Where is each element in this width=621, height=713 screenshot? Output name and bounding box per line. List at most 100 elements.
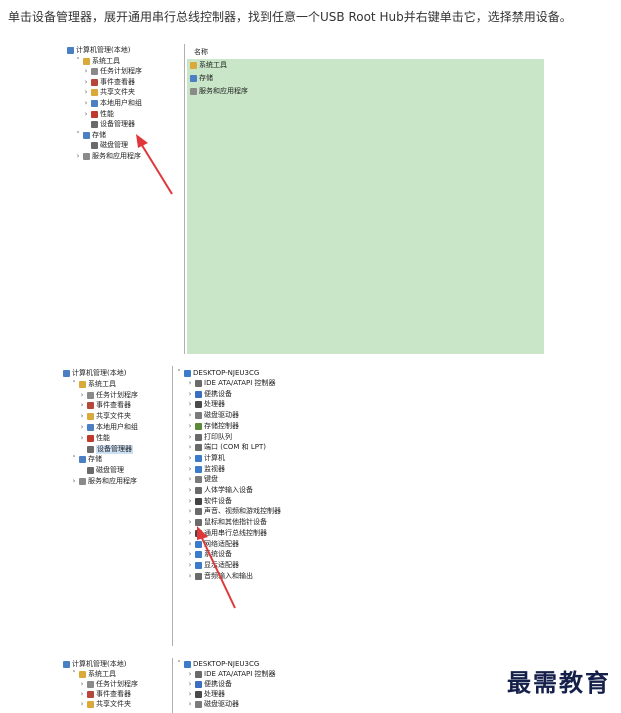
chevron-right-icon[interactable]: › [188, 690, 192, 698]
device-root-computer[interactable]: ˅DESKTOP-NJEU3CG [176, 369, 259, 378]
tree-item-storage[interactable]: ˅存储 [75, 131, 106, 140]
device-category-item[interactable]: ›声音、视频和游戏控制器 [187, 507, 281, 516]
chevron-down-icon[interactable]: ˅ [72, 455, 76, 464]
tree-item-event-viewer[interactable]: ›事件查看器 [83, 78, 135, 87]
chevron-right-icon[interactable]: › [188, 421, 192, 430]
chevron-right-icon[interactable]: › [188, 571, 192, 580]
tree-item-local-users[interactable]: ›本地用户和组 [79, 423, 138, 432]
tree-item-system-tools[interactable]: ˅系统工具 [71, 670, 116, 679]
chevron-right-icon[interactable]: › [188, 528, 192, 537]
tree-item-event-viewer[interactable]: ›事件查看器 [79, 690, 131, 699]
tree-root[interactable]: 计算机管理(本地) [63, 369, 126, 378]
chevron-right-icon[interactable]: › [80, 390, 84, 399]
chevron-right-icon[interactable]: › [80, 401, 84, 410]
chevron-right-icon[interactable]: › [80, 680, 84, 688]
tree-item-disk-management[interactable]: 磁盘管理 [79, 466, 124, 475]
chevron-right-icon[interactable]: › [84, 99, 88, 107]
chevron-right-icon[interactable]: › [80, 423, 84, 431]
tree-item-services[interactable]: ›服务和应用程序 [75, 152, 141, 161]
chevron-right-icon[interactable]: › [188, 475, 192, 484]
tree-item-shared-folders[interactable]: ›共享文件夹 [83, 88, 135, 97]
device-root-computer[interactable]: ˅DESKTOP-NJEU3CG [176, 660, 259, 669]
device-category-item[interactable]: ›人体学输入设备 [187, 486, 253, 495]
device-category-item[interactable]: ›便携设备 [187, 390, 232, 399]
chevron-right-icon[interactable]: › [84, 67, 88, 76]
tree-item-performance[interactable]: ›性能 [83, 110, 114, 119]
tree-item-task-scheduler[interactable]: ›任务计划程序 [83, 67, 142, 76]
chevron-right-icon[interactable]: › [80, 412, 84, 421]
device-category-item[interactable]: ›端口 (COM 和 LPT) [187, 443, 266, 452]
chevron-right-icon[interactable]: › [188, 443, 192, 452]
device-category-item[interactable]: ›软件设备 [187, 497, 232, 506]
tree-item-services[interactable]: ›服务和应用程序 [71, 477, 137, 486]
chevron-right-icon[interactable]: › [188, 464, 192, 473]
chevron-right-icon[interactable]: › [188, 486, 192, 494]
chevron-right-icon[interactable]: › [80, 690, 84, 698]
content-item[interactable]: 存储 [190, 74, 213, 83]
tree-item-shared-folders[interactable]: ›共享文件夹 [79, 412, 131, 421]
tree-root[interactable]: 计算机管理(本地) [63, 660, 126, 669]
chevron-right-icon[interactable]: › [84, 88, 88, 97]
tree-item-device-manager[interactable]: 设备管理器 [83, 120, 135, 129]
device-category-item[interactable]: ›打印队列 [187, 433, 232, 442]
device-category-item[interactable]: ›IDE ATA/ATAPI 控制器 [187, 379, 276, 388]
chevron-right-icon[interactable]: › [188, 670, 192, 678]
chevron-right-icon[interactable]: › [188, 411, 192, 420]
chevron-right-icon[interactable]: › [188, 700, 192, 708]
chevron-right-icon[interactable]: › [72, 477, 76, 485]
column-header[interactable]: 名称 [194, 48, 208, 56]
device-category-item[interactable]: ›处理器 [187, 400, 225, 409]
device-category-item[interactable]: ›音频输入和输出 [187, 572, 253, 581]
chevron-right-icon[interactable]: › [188, 550, 192, 559]
tree-item-storage[interactable]: ˅存储 [71, 455, 102, 464]
device-category-item[interactable]: ›IDE ATA/ATAPI 控制器 [187, 670, 276, 679]
chevron-down-icon[interactable]: ˅ [72, 670, 76, 678]
tree-item-shared-folders[interactable]: ›共享文件夹 [79, 700, 131, 709]
device-category-item[interactable]: ›监视器 [187, 465, 225, 474]
device-category-item[interactable]: ›显示适配器 [187, 561, 239, 570]
chevron-down-icon[interactable]: ˅ [76, 56, 80, 65]
device-category-item[interactable]: ›存储控制器 [187, 422, 239, 431]
device-category-item[interactable]: ›系统设备 [187, 550, 232, 559]
chevron-right-icon[interactable]: › [84, 109, 88, 118]
chevron-right-icon[interactable]: › [84, 77, 88, 86]
chevron-right-icon[interactable]: › [188, 496, 192, 505]
chevron-down-icon[interactable]: ˅ [177, 660, 181, 668]
tree-item-event-viewer[interactable]: ›事件查看器 [79, 401, 131, 410]
chevron-right-icon[interactable]: › [188, 432, 192, 441]
chevron-right-icon[interactable]: › [80, 433, 84, 442]
device-category-item[interactable]: ›便携设备 [187, 680, 232, 689]
tree-item-performance[interactable]: ›性能 [79, 434, 110, 443]
device-category-item[interactable]: ›磁盘驱动器 [187, 411, 239, 420]
tree-item-device-manager[interactable]: 设备管理器 [79, 444, 133, 454]
tree-item-task-scheduler[interactable]: ›任务计划程序 [79, 391, 138, 400]
chevron-right-icon[interactable]: › [188, 507, 192, 516]
chevron-right-icon[interactable]: › [188, 400, 192, 409]
chevron-right-icon[interactable]: › [188, 379, 192, 387]
chevron-right-icon[interactable]: › [188, 453, 192, 462]
chevron-right-icon[interactable]: › [188, 680, 192, 688]
tree-item-task-scheduler[interactable]: ›任务计划程序 [79, 680, 138, 689]
chevron-right-icon[interactable]: › [188, 518, 192, 527]
tree-item-local-users[interactable]: ›本地用户和组 [83, 99, 142, 108]
chevron-down-icon[interactable]: ˅ [76, 130, 80, 139]
device-category-item[interactable]: ›处理器 [187, 690, 225, 699]
tree-item-disk-management[interactable]: 磁盘管理 [83, 141, 128, 150]
tree-item-system-tools[interactable]: ˅系统工具 [75, 57, 120, 66]
chevron-down-icon[interactable]: ˅ [177, 369, 181, 377]
content-item[interactable]: 服务和应用程序 [190, 87, 248, 96]
content-item[interactable]: 系统工具 [190, 61, 227, 70]
chevron-right-icon[interactable]: › [188, 389, 192, 398]
chevron-right-icon[interactable]: › [76, 152, 80, 160]
device-category-item[interactable]: ›键盘 [187, 475, 218, 484]
device-category-item[interactable]: ›网络适配器 [187, 540, 239, 549]
device-category-item[interactable]: ›磁盘驱动器 [187, 700, 239, 709]
device-category-item[interactable]: ›计算机 [187, 454, 225, 463]
tree-root[interactable]: 计算机管理(本地) [67, 46, 130, 55]
chevron-right-icon[interactable]: › [80, 700, 84, 708]
chevron-right-icon[interactable]: › [188, 560, 192, 569]
chevron-right-icon[interactable]: › [188, 539, 192, 548]
device-category-item[interactable]: ›鼠标和其他指针设备 [187, 518, 267, 527]
tree-item-system-tools[interactable]: ˅系统工具 [71, 380, 116, 389]
chevron-down-icon[interactable]: ˅ [72, 379, 76, 388]
